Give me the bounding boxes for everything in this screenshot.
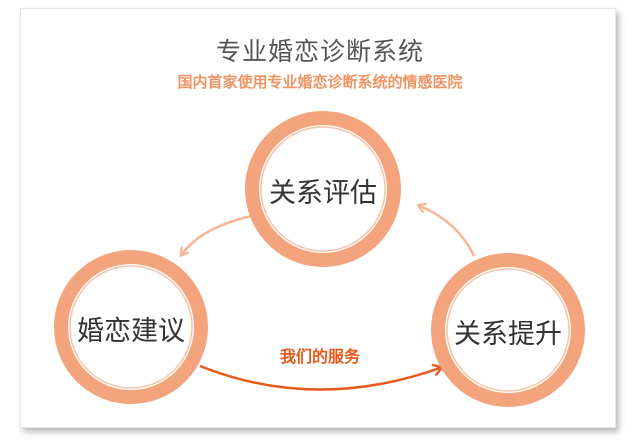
page-subtitle: 国内首家使用专业婚恋诊断系统的情感医院: [177, 73, 463, 91]
node-label-evaluate: 关系评估: [269, 178, 377, 209]
arrow-evaluate-to-advice: [182, 212, 263, 254]
node-ring-advice: [54, 250, 208, 404]
arrow-advice-to-improve: [199, 366, 440, 391]
node-label-advice: 婚恋建议: [77, 316, 185, 347]
node-label-improve: 关系提升: [454, 319, 562, 350]
arrow-improve-to-evaluate: [420, 206, 476, 257]
node-ring-improve: [431, 253, 585, 407]
page-title: 专业婚恋诊断系统: [215, 37, 424, 66]
cycle-label: 我们的服务: [279, 347, 360, 366]
node-ring-evaluate: [245, 111, 401, 267]
